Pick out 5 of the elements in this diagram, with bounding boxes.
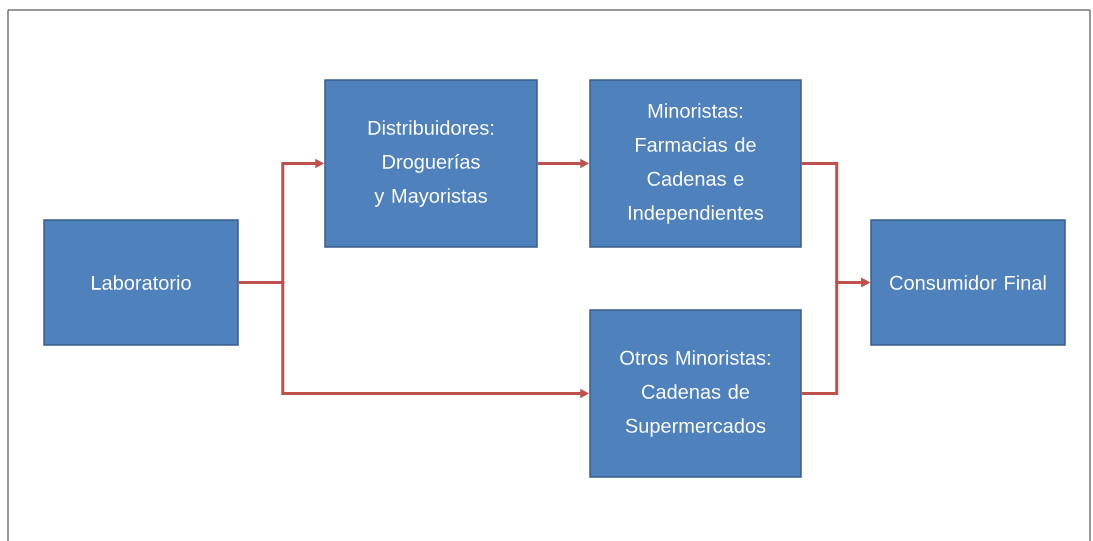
process-box: Consumidor Final xyxy=(870,219,1066,346)
process-box: Minoristas: Farmacias de Cadenas e Independientes xyxy=(589,79,802,248)
process-box: Laboratorio xyxy=(43,219,239,346)
process-box: Otros Minoristas: Cadenas de Supermercados xyxy=(589,309,802,478)
process-box: Distribuidores: Droguerías y Mayoristas xyxy=(324,79,538,248)
